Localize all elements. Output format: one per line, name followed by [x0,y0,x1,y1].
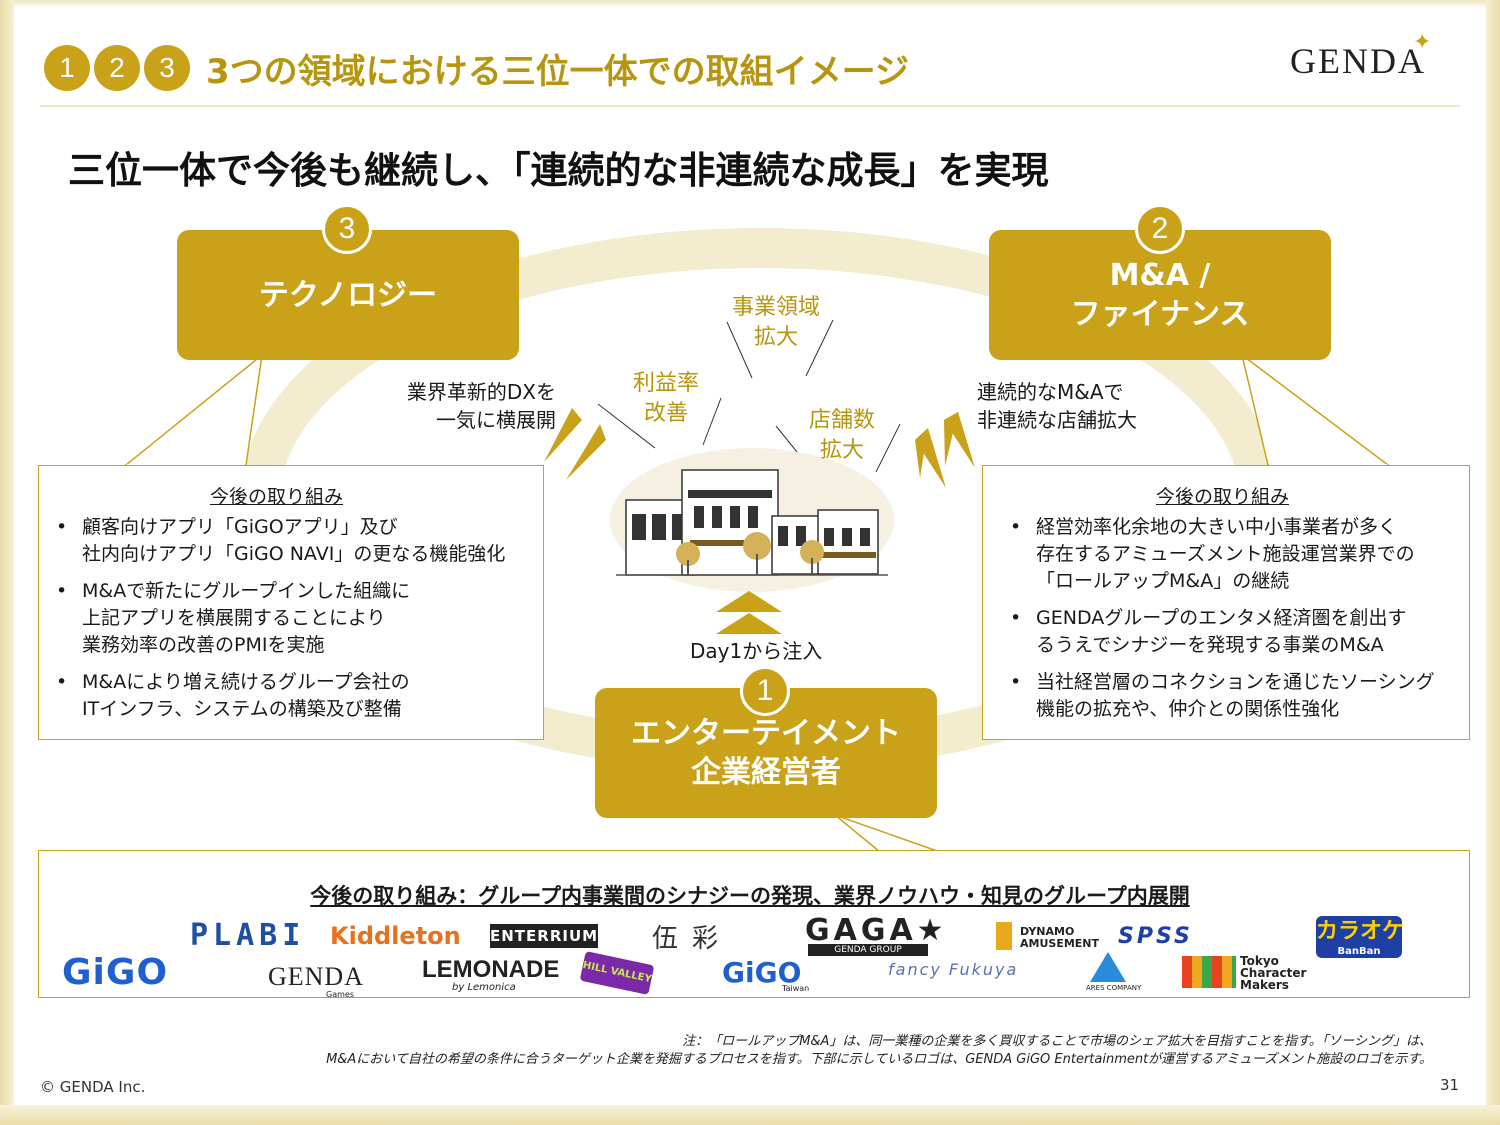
gaga-sub-logo: GENDA GROUP [808,944,928,956]
frame-right [1486,0,1500,1125]
list-item: 顧客向けアプリ「GiGOアプリ」及び 社内向けアプリ「GiGO NAVI」の更な… [52,514,542,568]
header-divider [40,105,1460,107]
gigo-taiwan-logo: GiGO [722,956,802,989]
entertainment-box: エンターテイメント 企業経営者 [595,688,937,818]
gaga-logo: GAGA★ [805,913,948,948]
label-profit-improvement: 利益率 改善 [632,371,699,426]
genda-games-sub: Games [326,990,354,999]
right-callout-heading: 今後の取り組み [1156,486,1290,508]
entertainment-label-line1: エンターテイメント [631,716,901,751]
spss-logo: SPSS [1118,924,1193,949]
list-item: M&Aで新たにグループインした組織に 上記アプリを横展開することにより 業務効率… [52,578,542,659]
footnote-line2: M&Aにおいて自社の希望の条件に合うターゲット企業を発掘するプロセスを指す。下部… [326,1052,1432,1067]
list-item: M&Aにより増え続けるグループ会社の ITインフラ、システムの構築及び整備 [52,669,542,723]
dynamo-mark-icon [996,922,1012,950]
header-circle-3: 3 [144,45,190,91]
entertainment-label-line2: 企業経営者 [691,755,841,790]
genda-logo: GENDA [1290,41,1426,81]
label-store-expansion: 店舗数 拡大 [808,408,875,463]
logo-sparkle-icon: ✦ [1413,30,1432,55]
gosai-logo: 伍彩 [652,924,733,954]
label-dx-rollout: 業界革新的DXを 一気に横展開 [406,380,556,432]
label-ma-expansion: 連続的なM&Aで 非連続な店舗拡大 [977,380,1137,432]
footnote-line1: 注：「ロールアップM&A」は、同一業種の企業を多く買収することで市場のシェア拡大… [682,1034,1432,1049]
page-title: 3つの領域における三位一体での取組イメージ [206,52,909,92]
fancy-fukuya-logo: fancy Fukuya [888,960,1019,979]
left-callout-list: 顧客向けアプリ「GiGOアプリ」及び 社内向けアプリ「GiGO NAVI」の更な… [52,514,542,733]
gigo-logo: GiGO [62,952,169,993]
left-callout-heading: 今後の取り組み [210,486,344,508]
plabi-logo: PLABI [190,918,306,953]
ares-mark-icon [1090,952,1126,982]
header-circle-2: 2 [94,45,140,91]
storefront-illustration [610,448,894,592]
label-business-expansion: 事業領域 拡大 [731,295,820,350]
slide-subtitle: 三位一体で今後も継続し、「連続的な非連続な成長」を実現 [68,149,1049,192]
technology-badge: 3 [322,204,372,254]
list-item: 当社経営層のコネクションを通じたソーシング 機能の拡充や、仲介との関係性強化 [1006,669,1466,723]
logos-heading: 今後の取り組み：グループ内事業間のシナジーの発現、業界ノウハウ・知見のグループ内… [310,884,1190,908]
lemonade-sub: by Lemonica [452,982,516,993]
header-circle-1: 1 [44,45,90,91]
right-callout-list: 経営効率化余地の大きい中小事業者が多く 存在するアミューズメント施設運営業界での… [1006,514,1466,733]
technology-label: テクノロジー [258,277,438,313]
frame-top [0,0,1500,8]
frame-bottom [0,1105,1500,1125]
ma-label-line2: ファイナンス [1070,297,1250,332]
lemonade-logo: LEMONADE [422,956,560,983]
list-item: GENDAグループのエンタメ経済圏を創出す るうえでシナジーを発現する事業のM&… [1006,605,1466,659]
up-arrow-icon [716,591,782,612]
label-day1: Day1から注入 [690,639,823,663]
ares-logo: ARES COMPANY [1086,984,1142,992]
ma-badge: 2 [1135,204,1185,254]
page-number: 31 [1440,1076,1460,1094]
frame-left [0,0,14,1125]
entertainment-badge: 1 [740,666,790,716]
enterrium-logo: ENTERRIUM [490,924,598,948]
list-item: 経営効率化余地の大きい中小事業者が多く 存在するアミューズメント施設運営業界での… [1006,514,1466,595]
karaoke-banban-logo: カラオケ BanBan [1316,916,1404,958]
ma-label-line1: M&A / [1109,258,1211,293]
tcm-mark-icon [1182,956,1236,988]
copyright: © GENDA Inc. [40,1078,146,1096]
gigo-taiwan-sub: Taiwan [782,984,810,993]
bottom-callout-pointer [834,814,941,853]
left-callout-pointer [123,353,264,466]
genda-games-logo: GENDA [268,962,364,991]
kiddleton-logo: Kiddleton [330,922,461,950]
right-callout-pointer [1240,353,1391,466]
